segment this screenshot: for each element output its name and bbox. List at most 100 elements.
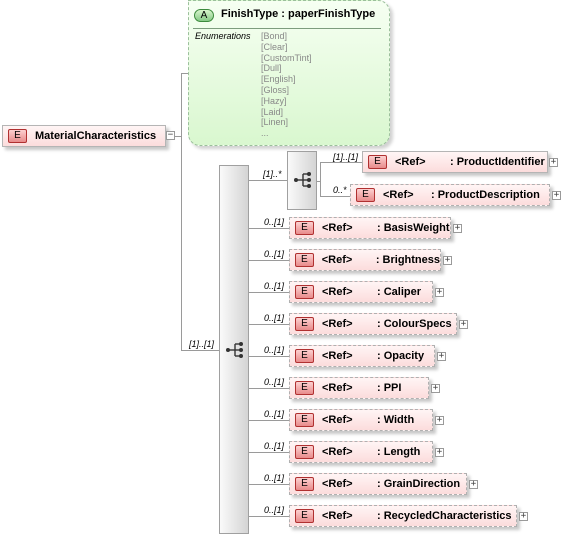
element-name: : ProductDescription [431, 189, 540, 201]
child-connector [249, 260, 289, 261]
sequence-icon [226, 342, 243, 358]
enum-item: [Dull] [261, 63, 282, 74]
attribute-connector [181, 73, 189, 74]
child-connector [320, 196, 350, 197]
element-badge: E [295, 253, 314, 267]
enum-item: [Linen] [261, 117, 289, 128]
enum-item: [Laid] [261, 106, 284, 117]
choice-connector [249, 180, 287, 181]
expand-toggle[interactable]: + [435, 415, 444, 425]
child-cardinality: 0..[1] [264, 377, 285, 387]
expand-toggle[interactable]: + [519, 511, 528, 521]
expand-toggle[interactable]: + [431, 383, 440, 393]
expand-toggle[interactable]: + [552, 190, 561, 200]
child-cardinality: 0..[1] [264, 441, 285, 451]
attribute-box[interactable]: A FinishType : paperFinishType Enumerati… [188, 0, 390, 146]
ref-label: <Ref> [322, 350, 353, 362]
ref-label: <Ref> [321, 254, 353, 266]
child-element[interactable]: E<Ref>: BasisWeight [289, 217, 451, 239]
inner-connector [317, 181, 320, 182]
child-element[interactable]: E <Ref> : RecycledCharacteristics [289, 505, 517, 527]
ref-label: <Ref> [322, 222, 353, 234]
ref-label: <Ref> [322, 286, 353, 298]
element-name: : PPI [377, 382, 402, 394]
child-cardinality: 0..* [333, 185, 347, 195]
element-badge: E [295, 317, 314, 331]
expand-toggle[interactable]: + [435, 287, 444, 297]
child-connector [249, 356, 289, 357]
element-badge: E [368, 155, 387, 169]
root-element[interactable]: E MaterialCharacteristics [2, 125, 166, 147]
ref-label: <Ref> [322, 382, 353, 394]
ref-label: <Ref> [322, 510, 353, 522]
element-badge: E [295, 509, 314, 523]
child-connector [249, 516, 289, 517]
ref-label: <Ref> [322, 414, 353, 426]
element-name: : RecycledCharacteristics [377, 510, 512, 522]
ref-label: <Ref> [395, 156, 426, 168]
root-collapse-toggle[interactable]: − [166, 130, 175, 140]
child-connector [320, 162, 362, 163]
child-element[interactable]: E <Ref> : Caliper [289, 281, 433, 303]
enumerations-list: [Bond] [Clear] [CustomTint] [Dull] [Engl… [261, 31, 312, 139]
child-element[interactable]: E <Ref> : Width [289, 409, 433, 431]
element-badge: E [295, 477, 314, 491]
child-cardinality: 0..[1] [264, 281, 285, 291]
choice-cardinality: [1]..* [263, 169, 282, 179]
child-element[interactable]: E <Ref> : ColourSpecs [289, 313, 457, 335]
element-badge: E [8, 129, 27, 143]
element-name: : Brightness [375, 254, 440, 266]
child-element[interactable]: E <Ref> : Opacity [289, 345, 435, 367]
inner-trunk-line [320, 162, 321, 196]
root-element-name: MaterialCharacteristics [35, 130, 157, 142]
child-cardinality: [1]..[1] [333, 152, 359, 162]
expand-toggle[interactable]: + [443, 255, 452, 265]
expand-toggle[interactable]: + [459, 319, 468, 329]
sequence-cardinality: [1]..[1] [189, 339, 215, 349]
attribute-title: FinishType : paperFinishType [221, 8, 376, 20]
enum-item: [Clear] [261, 41, 288, 52]
enum-item: [Bond] [261, 31, 288, 41]
element-name: : Caliper [377, 286, 422, 298]
child-element[interactable]: E <Ref> : Brightness [289, 249, 441, 271]
ref-label: <Ref> [383, 189, 414, 201]
child-cardinality: 0..[1] [264, 505, 285, 515]
element-name: : ProductIdentifier [450, 156, 545, 168]
child-element[interactable]: E <Ref> : PPI [289, 377, 429, 399]
enumerations-header: Enumerations [195, 31, 251, 41]
child-cardinality: 0..[1] [264, 473, 285, 483]
child-connector [249, 324, 289, 325]
child-connector [249, 388, 289, 389]
element-name: : Length [377, 446, 421, 458]
product-description-element[interactable]: E <Ref> : ProductDescription [350, 184, 550, 206]
child-connector [249, 292, 289, 293]
element-badge: E [295, 349, 314, 363]
expand-toggle[interactable]: + [549, 157, 558, 167]
element-badge: E [295, 445, 314, 459]
child-element[interactable]: E<Ref>: Length [289, 441, 433, 463]
element-badge: E [295, 381, 314, 395]
expand-toggle[interactable]: + [435, 447, 444, 457]
element-name: : Opacity [377, 350, 425, 362]
child-cardinality: 0..[1] [264, 313, 285, 323]
enum-item: [English] [261, 74, 296, 85]
child-cardinality: 0..[1] [264, 409, 285, 419]
element-name: : ColourSpecs [377, 318, 452, 330]
enum-item: [Hazy] [261, 95, 287, 106]
element-badge: E [295, 221, 314, 235]
enum-item: [CustomTint] [261, 52, 312, 63]
root-connector [175, 136, 181, 137]
child-element[interactable]: E<Ref>: GrainDirection [289, 473, 467, 495]
child-connector [249, 228, 289, 229]
element-badge: E [295, 413, 314, 427]
expand-toggle[interactable]: + [469, 479, 478, 489]
product-identifier-element[interactable]: E <Ref> : ProductIdentifier [362, 151, 548, 173]
element-name: : Width [377, 414, 415, 426]
expand-toggle[interactable]: + [453, 223, 462, 233]
expand-toggle[interactable]: + [437, 351, 446, 361]
ref-label: <Ref> [322, 318, 353, 330]
child-cardinality: 0..[1] [264, 249, 285, 259]
sequence-connector [181, 350, 219, 351]
element-badge: E [295, 285, 314, 299]
child-connector [249, 484, 289, 485]
